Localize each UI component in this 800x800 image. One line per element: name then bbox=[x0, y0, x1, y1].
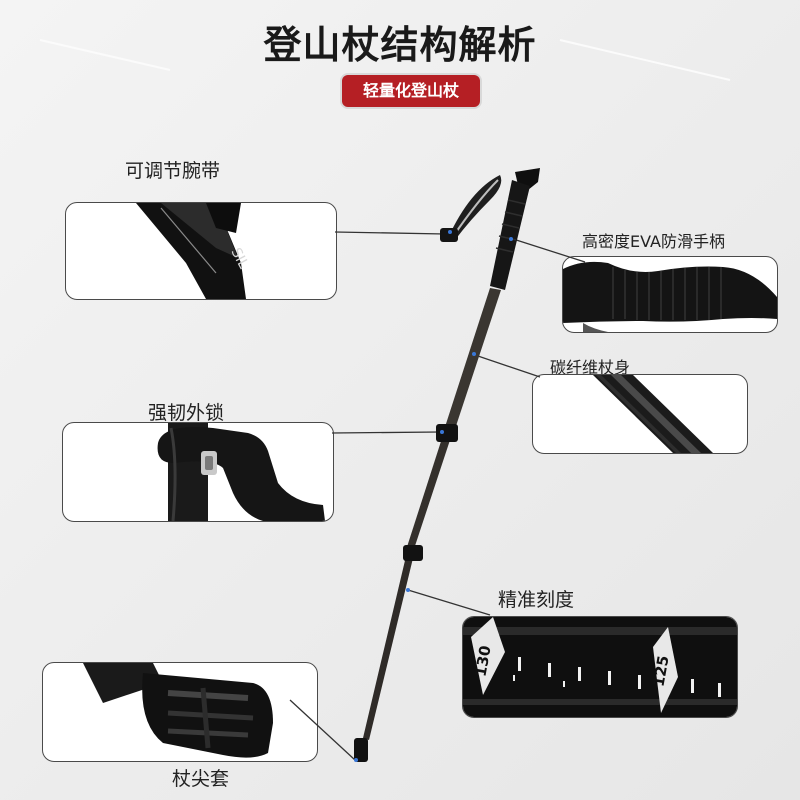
shaft-label: 碳纤维杖身 bbox=[550, 358, 631, 377]
tip-illustration bbox=[83, 663, 273, 758]
tip-label: 杖尖套 bbox=[172, 768, 230, 790]
lock-illustration bbox=[157, 423, 325, 521]
wrist-strap-illustration: SIL bbox=[136, 203, 251, 299]
wrist-strap-detail: SIL bbox=[65, 202, 337, 300]
grip-illustration bbox=[563, 261, 777, 332]
wrist-strap-label: 可调节腕带 bbox=[125, 160, 221, 182]
scale-label: 精准刻度 bbox=[498, 589, 575, 611]
grip-detail bbox=[562, 256, 778, 333]
scale-mark-130: 130 bbox=[471, 644, 494, 678]
shaft-illustration bbox=[593, 375, 713, 453]
product-badge: 轻量化登山杖 bbox=[342, 75, 480, 107]
lock-detail bbox=[62, 422, 334, 522]
page-title: 登山杖结构解析 bbox=[263, 23, 537, 67]
scale-detail: 130 125 bbox=[462, 616, 738, 718]
grip-label: 高密度EVA防滑手柄 bbox=[582, 232, 725, 251]
shaft-detail bbox=[532, 374, 748, 454]
scale-illustration: 130 125 bbox=[463, 617, 737, 717]
tip-detail bbox=[42, 662, 318, 762]
lock-label: 强韧外锁 bbox=[148, 402, 225, 424]
scale-mark-125: 125 bbox=[649, 654, 672, 688]
